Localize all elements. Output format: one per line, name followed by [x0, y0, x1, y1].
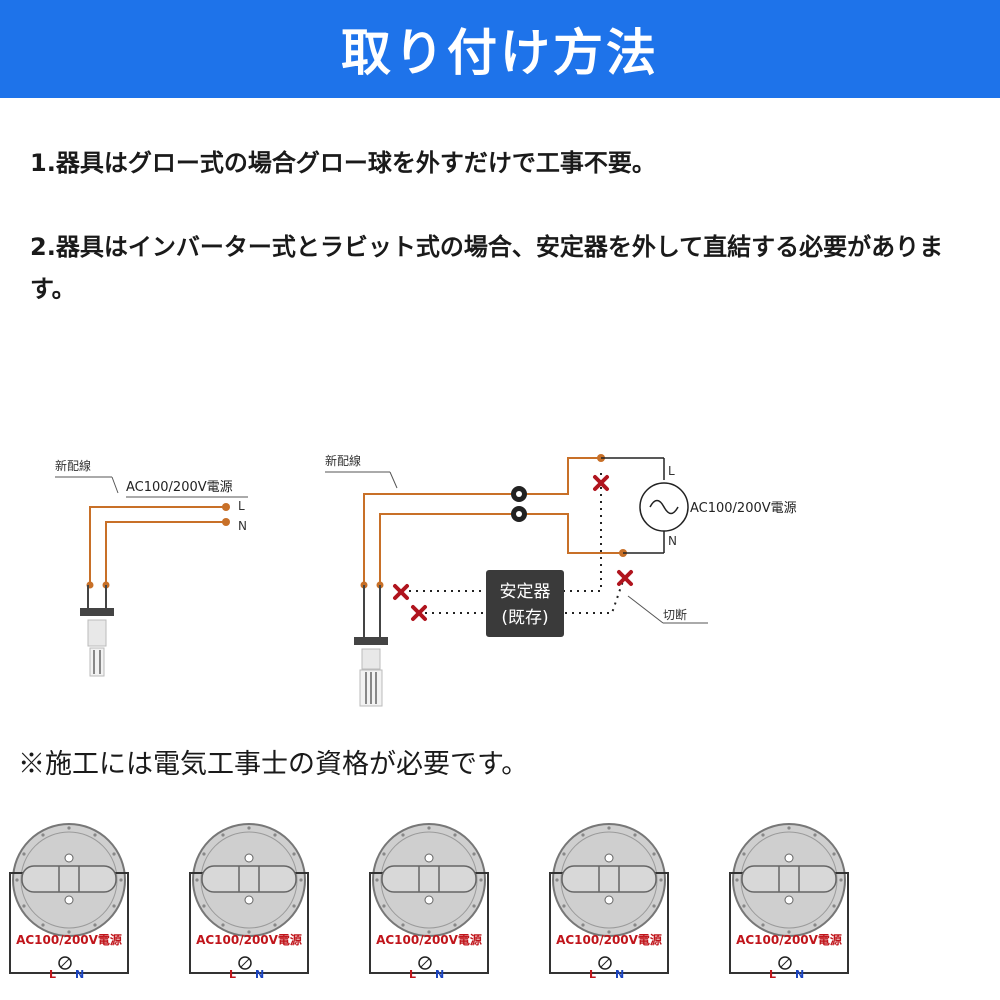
- qualification-note: ※施工には電気工事士の資格が必要です。: [18, 749, 529, 780]
- fixture-item: AC100/200V電源 L N: [9, 823, 129, 981]
- ballast-existing-label: (既存): [501, 608, 548, 628]
- fixture-n-label: N: [615, 968, 624, 981]
- fixture-l-label: L: [769, 968, 776, 981]
- cut-mark-icon: [393, 475, 633, 621]
- left-n-label: N: [238, 519, 247, 533]
- fixture-n-label: N: [255, 968, 264, 981]
- cut-label: 切断: [663, 607, 687, 622]
- fixture-power-label: AC100/200V電源: [376, 932, 482, 947]
- fixture-l-label: L: [409, 968, 416, 981]
- fixture-n-label: N: [795, 968, 804, 981]
- ballast-label: 安定器: [500, 582, 551, 602]
- left-new-wiring-label: 新配線: [55, 458, 91, 473]
- step-1-text: 1.器具はグロー式の場合グロー球を外すだけで工事不要。: [30, 149, 656, 177]
- fixture-item: AC100/200V電源 L N: [369, 823, 489, 981]
- fixture-power-label: AC100/200V電源: [196, 932, 302, 947]
- right-wiring-diagram: 新配線 L N AC100/200V電源: [325, 453, 797, 707]
- left-wiring-diagram: 新配線 AC100/200V電源 L N: [55, 458, 248, 677]
- fixture-item: AC100/200V電源 L N: [189, 823, 309, 981]
- page-title: 取り付け方法: [341, 24, 659, 82]
- left-lamp-base: [80, 608, 114, 616]
- step-2-text: 2.器具はインバーター式とラビット式の場合、安定器を外して直結する必要があります…: [30, 233, 944, 303]
- fixture-n-label: N: [75, 968, 84, 981]
- right-new-wiring-label: 新配線: [325, 453, 361, 468]
- right-l-label: L: [668, 464, 675, 478]
- fixture-power-label: AC100/200V電源: [16, 932, 122, 947]
- header-bar: 取り付け方法: [0, 0, 1000, 98]
- fixture-n-label: N: [435, 968, 444, 981]
- right-lamp-base: [354, 637, 388, 645]
- fixture-l-label: L: [589, 968, 596, 981]
- fixture-l-label: L: [49, 968, 56, 981]
- fixture-power-label: AC100/200V電源: [736, 932, 842, 947]
- ballast-box: [486, 570, 564, 637]
- left-l-label: L: [238, 499, 245, 513]
- right-power-label: AC100/200V電源: [690, 501, 797, 516]
- right-n-label: N: [668, 534, 677, 548]
- fixture-l-label: L: [229, 968, 236, 981]
- left-power-label: AC100/200V電源: [126, 480, 233, 495]
- fixture-power-label: AC100/200V電源: [556, 932, 662, 947]
- fixture-item: AC100/200V電源 L N: [729, 823, 849, 981]
- fixture-item: AC100/200V電源 L N: [549, 823, 669, 981]
